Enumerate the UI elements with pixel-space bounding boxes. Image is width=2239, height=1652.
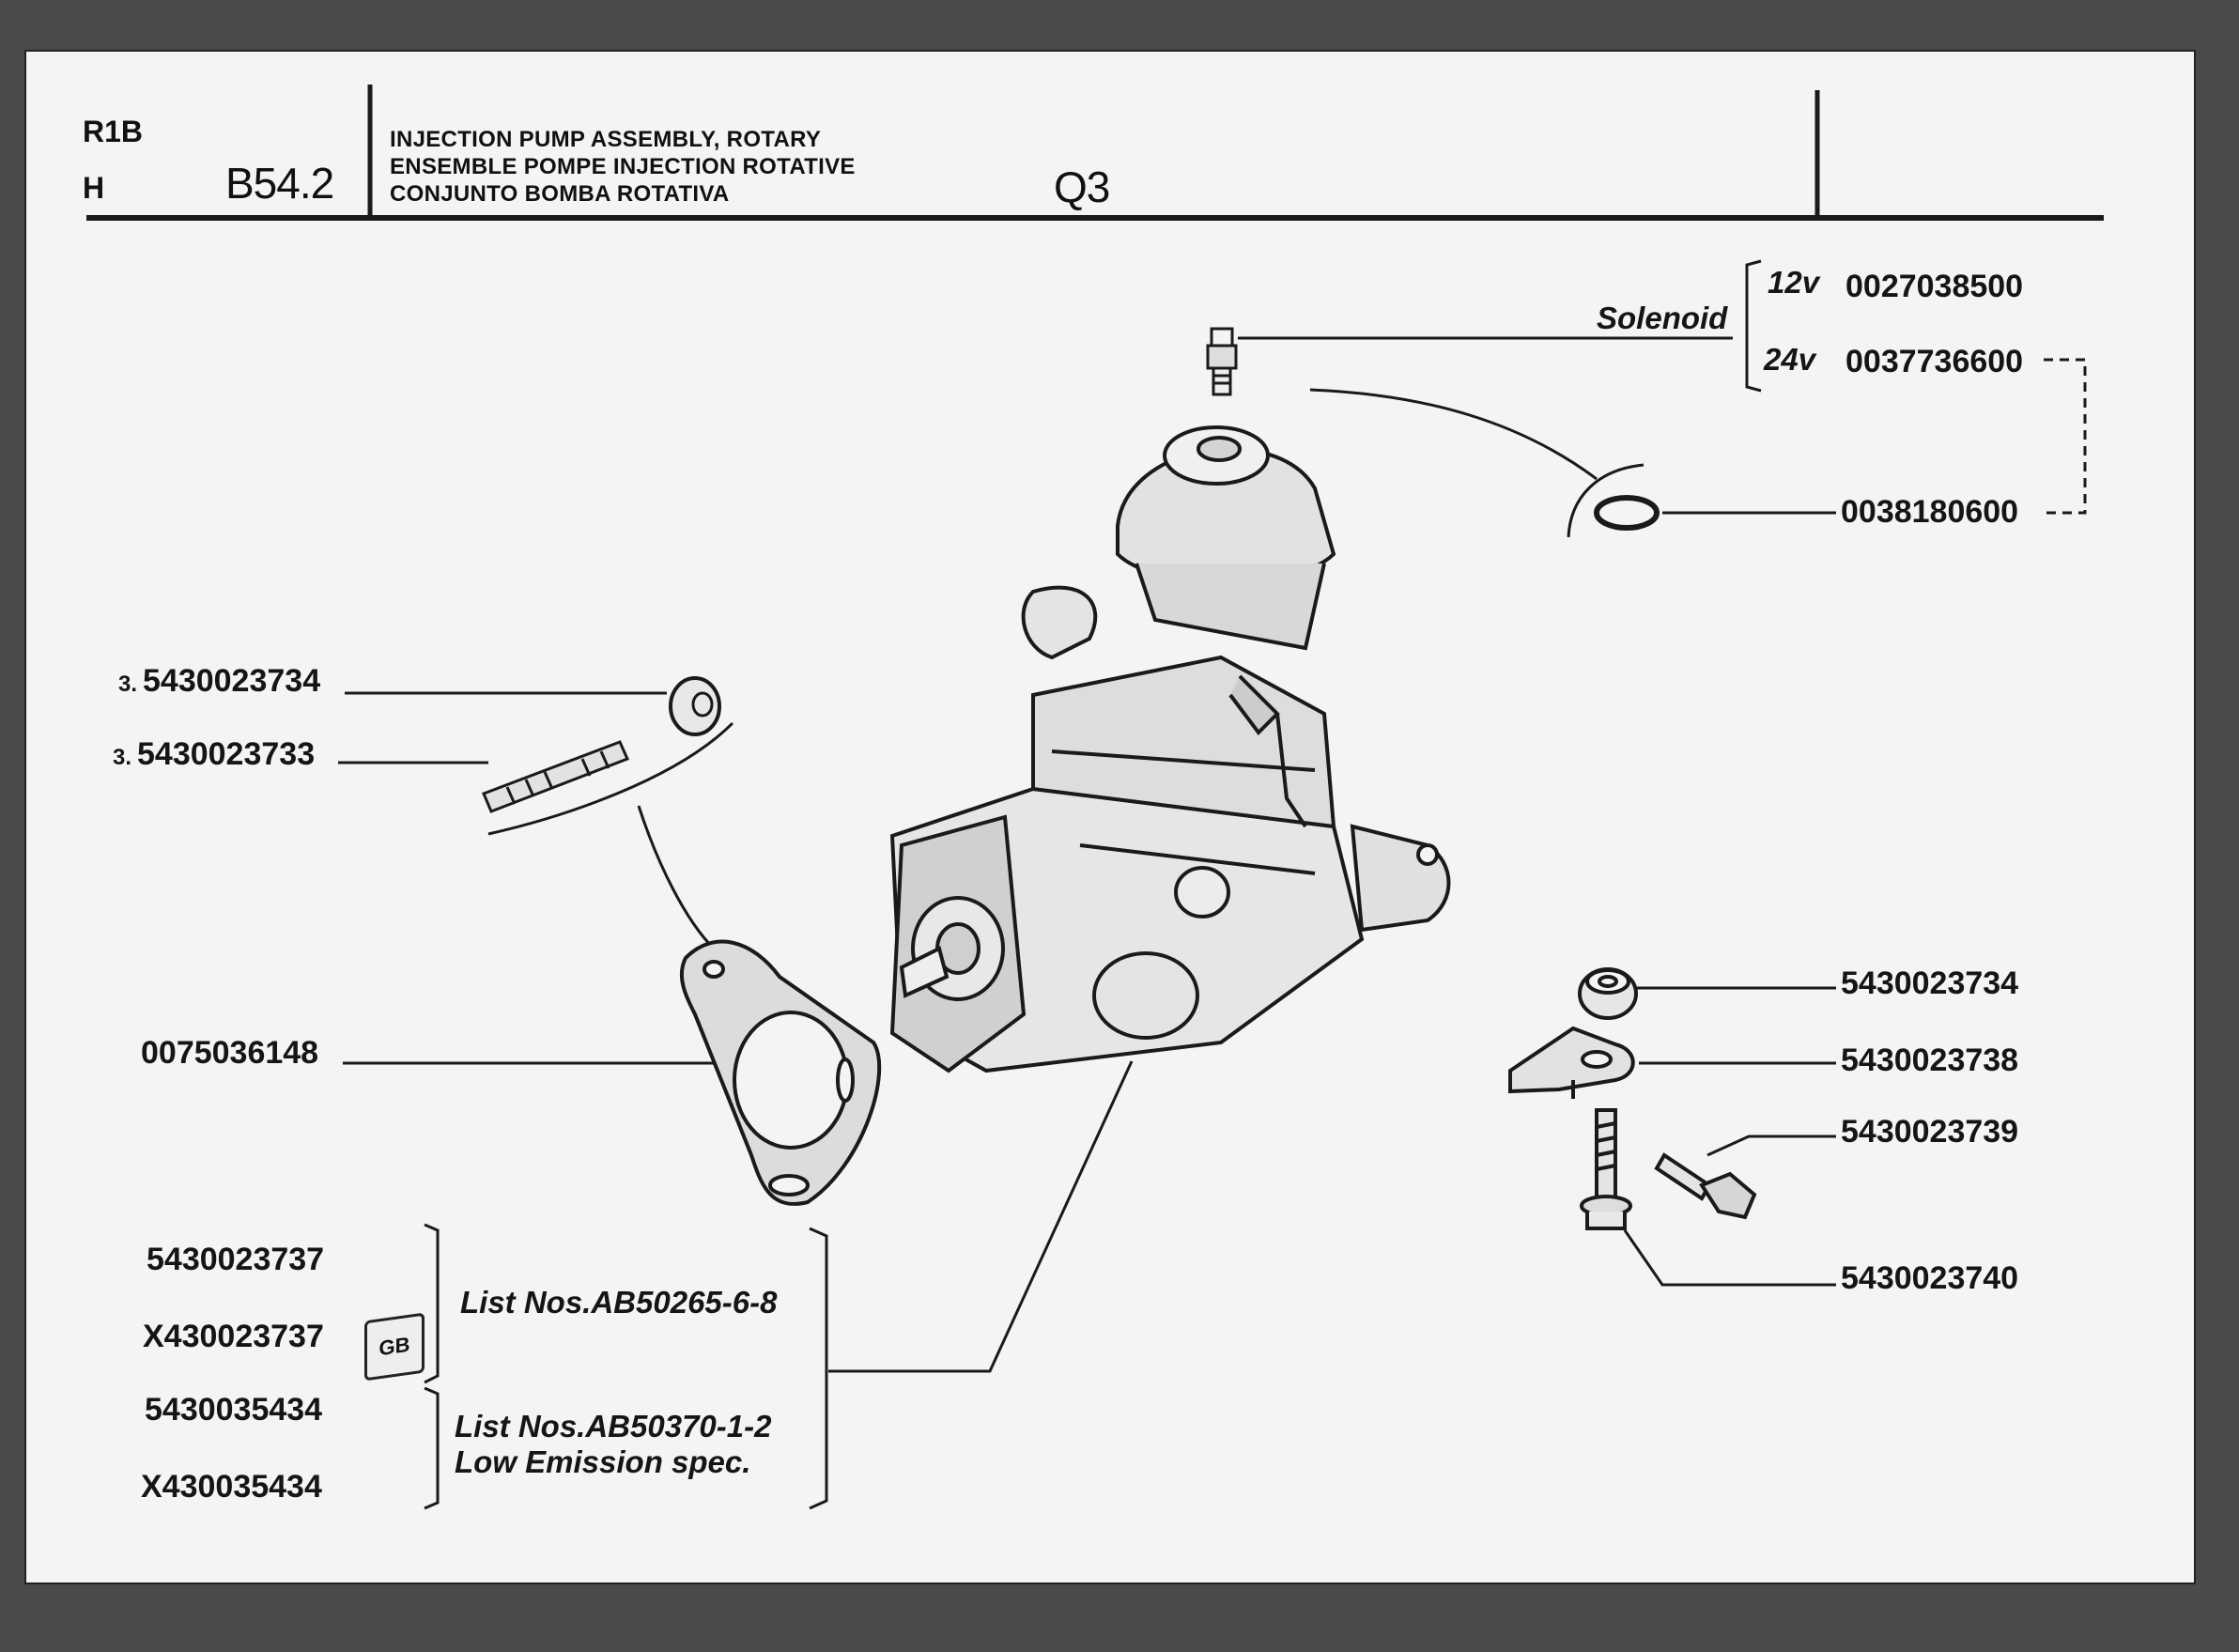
washer-callout-arc-2 [1567, 463, 1645, 538]
stud-label: 3.5430023733 [113, 736, 315, 773]
group-1-brace-left [424, 1223, 440, 1384]
gasket-part [679, 939, 882, 1206]
solenoid-brace [1745, 259, 1762, 393]
group-brace-right [809, 1227, 828, 1510]
flange-nut-part [1578, 967, 1638, 1020]
solenoid-part-24v: 0037736600 [1845, 344, 2024, 379]
header-code-bottom: H [83, 171, 105, 205]
stud-part: 5430023733 [137, 736, 316, 772]
gasket-callout-curve [637, 805, 716, 950]
bolt-long-leader [1623, 1229, 1836, 1287]
title-block: INJECTION PUMP ASSEMBLY, ROTARY ENSEMBLE… [390, 126, 856, 208]
stud-nut-qty: 3. [118, 672, 138, 697]
washer-part: 0038180600 [1841, 494, 2019, 530]
washer-part [1594, 495, 1660, 531]
pump-part-2: 5430035434 [145, 1392, 323, 1428]
stud-nut-part [669, 676, 721, 736]
gasket-part: 0075036148 [141, 1035, 319, 1071]
bolt-short-leader [1706, 1135, 1836, 1157]
washer-callout-arc [1309, 388, 1598, 481]
pump-part-1x: X430023737 [143, 1319, 324, 1354]
group-2-note-line-2: Low Emission spec. [455, 1444, 751, 1479]
group-2-note: List Nos.AB50370-1-2 Low Emission spec. [455, 1409, 771, 1480]
header-code-top: R1B [83, 115, 144, 148]
solenoid-voltage-12v: 12v [1768, 265, 1820, 300]
injection-pump-body [889, 425, 1451, 1073]
pump-assembly-leader [828, 1060, 1134, 1373]
section-number: B54.2 [225, 159, 334, 208]
solenoid-part [1206, 327, 1238, 396]
bolt-long-part: 5430023740 [1841, 1260, 2019, 1296]
stud-nut-part: 5430023734 [143, 663, 321, 699]
title-fr: ENSEMBLE POMPE INJECTION ROTATIVE [390, 154, 856, 179]
solenoid-part-12v: 0027038500 [1845, 269, 2024, 304]
title-en: INJECTION PUMP ASSEMBLY, ROTARY [390, 127, 822, 152]
nut-part: 5430023734 [1841, 965, 2019, 1001]
bolt-short-part [1654, 1152, 1757, 1220]
bolt-long-part [1580, 1108, 1632, 1230]
stud-nut-label: 3.5430023734 [118, 663, 320, 700]
bracket-part: 5430023738 [1841, 1042, 2019, 1078]
bolt-short-part: 5430023739 [1841, 1114, 2019, 1150]
solenoid-dashed-link [2044, 358, 2087, 515]
page-code: Q3 [1054, 162, 1110, 211]
left-callout-arc [487, 721, 734, 836]
group-1-note: List Nos.AB50265-6-8 [460, 1285, 778, 1320]
group-2-brace-left [424, 1386, 440, 1510]
solenoid-voltage-24v: 24v [1764, 342, 1816, 377]
solenoid-label: Solenoid [1597, 301, 1728, 335]
pump-part-1: 5430023737 [147, 1242, 325, 1277]
pump-part-2x: X430035434 [141, 1469, 322, 1505]
title-es: CONJUNTO BOMBA ROTATIVA [390, 181, 730, 207]
stud-qty: 3. [113, 745, 132, 770]
bracket-part [1508, 1026, 1635, 1099]
group-2-note-line-1: List Nos.AB50370-1-2 [455, 1409, 772, 1444]
stud-part [482, 740, 630, 813]
